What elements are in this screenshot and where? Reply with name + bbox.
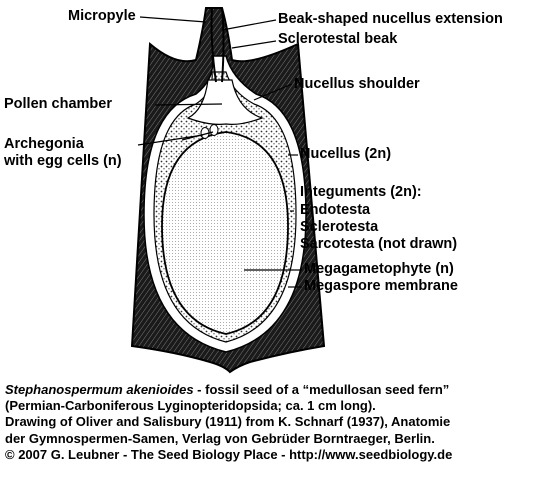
leader-nucellus-shoulder [253,83,293,101]
caption-line-2: (Permian-Carboniferous Lyginopteridopsid… [5,398,376,414]
leader-micropyle [139,16,207,23]
label-sclerotesta: Sclerotesta [300,219,379,235]
nucellus-beak [210,7,225,83]
figure-caption: Stephanospermum akenioides - fossil seed… [5,382,533,463]
label-archegonia: Archegonia [4,136,84,152]
caption-line-1-rest: - fossil seed of a “medullosan seed fern… [193,382,450,397]
label-megaspore-membrane: Megaspore membrane [304,278,458,294]
caption-line-4: der Gymnospermen-Samen, Verlag von Gebrü… [5,430,435,446]
label-sclerotestal-beak: Sclerotestal beak [278,31,398,47]
label-sarcotesta: Sarcotesta (not drawn) [300,236,458,252]
caption-copyright: © 2007 G. Leubner - The Seed Biology Pla… [5,446,453,462]
leader-sclerotestal-beak [231,40,277,49]
leader-lines [137,16,302,288]
label-nucellus: Nucellus (2n) [300,146,392,162]
caption-species: Stephanospermum akenioides [5,382,194,397]
label-integuments: Integuments (2n): [300,184,422,200]
label-egg-cells: with egg cells (n) [4,153,122,169]
label-megagametophyte: Megagametophyte (n) [304,261,454,277]
leader-archegonia-1 [137,134,204,146]
caption-line-3: Drawing of Oliver and Salisbury (1911) f… [5,414,451,430]
label-pollen-chamber: Pollen chamber [4,96,112,112]
label-nucellus-shoulder: Nucellus shoulder [294,76,420,92]
caption-line-1: Stephanospermum akenioides - fossil seed… [5,382,533,398]
leader-beak-extension [221,19,277,31]
megagametophyte [161,131,289,335]
label-endotesta: Endotesta [300,202,371,218]
label-beak-extension: Beak-shaped nucellus extension [278,11,503,27]
archegonium-right [209,124,219,136]
pollen-chamber [186,79,264,125]
leader-pollen-chamber [154,103,223,106]
label-micropyle: Micropyle [68,8,136,24]
leader-archegonia-2 [181,131,214,141]
